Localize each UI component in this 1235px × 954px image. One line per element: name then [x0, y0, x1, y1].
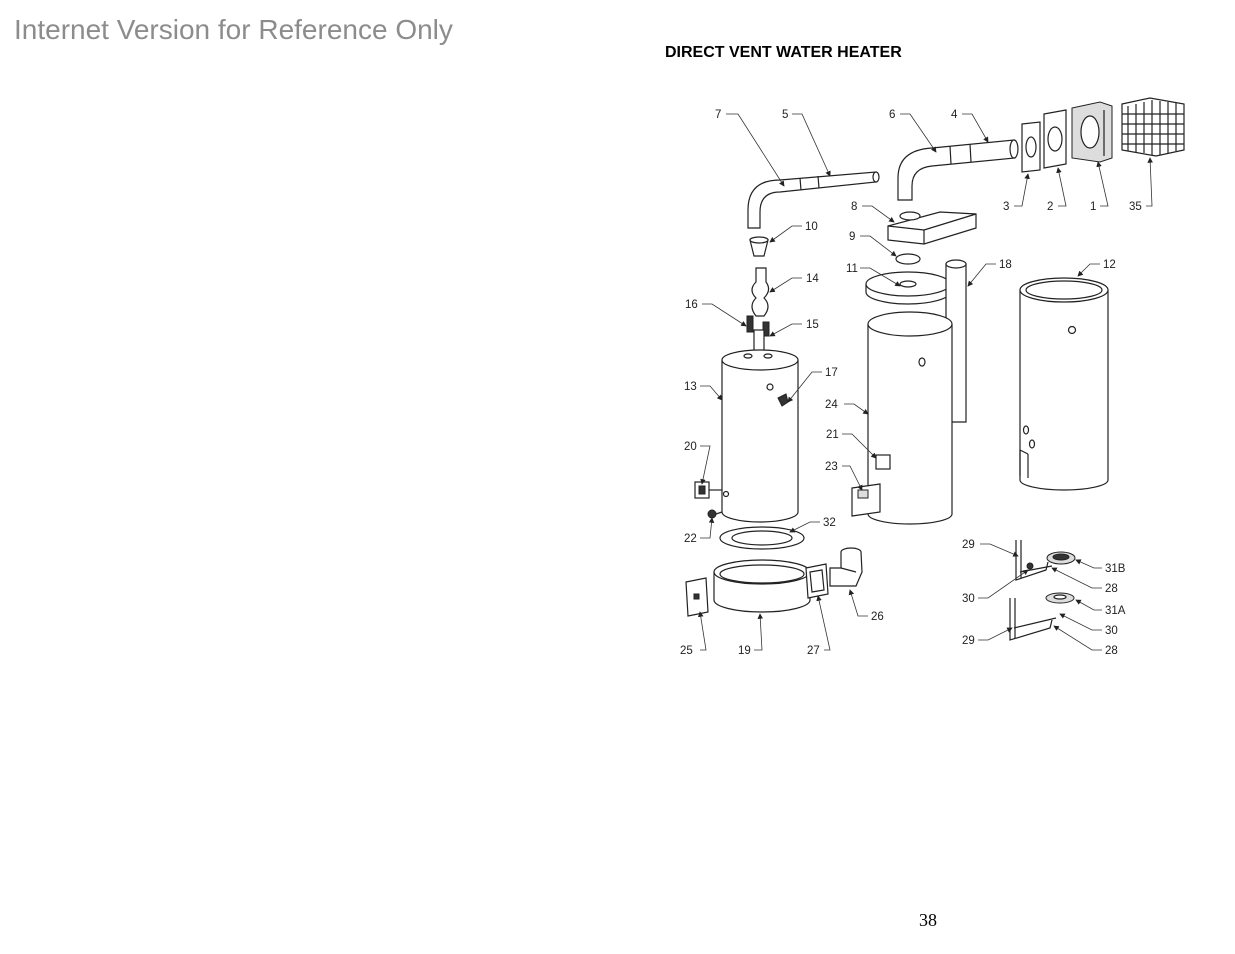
vent-plate-3	[1021, 121, 1041, 173]
burner-assembly-upper	[1015, 540, 1076, 581]
label-25: 25	[680, 645, 693, 657]
vent-pipe-elbow-left	[747, 171, 880, 229]
combustion-air-elbow-26	[829, 547, 863, 587]
watermark-text: Internet Version for Reference Only	[14, 14, 453, 45]
label-3: 3	[1003, 201, 1009, 213]
label-8: 8	[851, 201, 857, 213]
label-5: 5	[782, 109, 788, 121]
label-10: 10	[805, 221, 818, 233]
label-30-lower: 30	[1105, 625, 1118, 637]
label-4: 4	[951, 109, 958, 121]
base-skirt-19	[713, 559, 811, 613]
gasket-ring-9	[895, 253, 921, 265]
label-24: 24	[825, 399, 838, 411]
label-2: 2	[1047, 201, 1053, 213]
label-23: 23	[825, 461, 838, 473]
label-9: 9	[849, 231, 855, 243]
label-14: 14	[806, 273, 819, 285]
outer-shell-12	[1019, 277, 1109, 491]
flue-baffle-14	[751, 267, 770, 317]
label-20: 20	[684, 441, 697, 453]
leader-lines	[697, 113, 1153, 651]
vent-plate-2	[1043, 109, 1067, 169]
label-6: 6	[889, 109, 895, 121]
top-cover-11	[865, 271, 951, 305]
label-28-lower: 28	[1105, 645, 1118, 657]
label-12: 12	[1103, 259, 1116, 271]
drain-valve-22	[707, 509, 723, 519]
burner-assembly-lower	[1009, 592, 1075, 641]
label-17: 17	[825, 367, 838, 379]
part-labels: 7 5 6 4 3 2 1 35 8 9 10 14 11 18 12 16 1…	[680, 109, 1142, 657]
draft-adapter-10	[749, 236, 769, 257]
outer-jacket-24	[867, 311, 953, 525]
label-15: 15	[806, 319, 819, 331]
label-31a: 31A	[1105, 605, 1126, 617]
diagram-title: DIRECT VENT WATER HEATER	[665, 44, 902, 61]
frame-27	[805, 563, 829, 599]
label-32: 32	[823, 517, 836, 529]
label-29-upper: 29	[962, 539, 975, 551]
label-22: 22	[684, 533, 697, 545]
label-35: 35	[1129, 201, 1142, 213]
label-16: 16	[685, 299, 698, 311]
label-21: 21	[826, 429, 839, 441]
label-13: 13	[684, 381, 697, 393]
gas-valve-20	[694, 481, 722, 499]
vent-pipe-elbow-right	[897, 139, 1019, 201]
flue-manifold-8	[887, 211, 977, 245]
label-30-upper: 30	[962, 593, 975, 605]
label-11: 11	[846, 263, 858, 275]
label-29-lower: 29	[962, 635, 975, 647]
water-heater-tank-13	[721, 349, 799, 523]
burner-door-23	[851, 483, 881, 517]
page-number: 38	[919, 910, 937, 930]
label-7: 7	[715, 109, 721, 121]
vent-terminal-1	[1071, 101, 1113, 163]
label-1: 1	[1090, 201, 1096, 213]
panel-25	[685, 577, 709, 617]
wire-guard-35	[1121, 97, 1185, 157]
label-27: 27	[807, 645, 820, 657]
label-19: 19	[738, 645, 751, 657]
label-26: 26	[871, 611, 884, 623]
base-plate-32	[719, 526, 805, 550]
label-18: 18	[999, 259, 1012, 271]
bracket-21	[875, 454, 891, 470]
label-31b: 31B	[1105, 563, 1126, 575]
label-28-upper: 28	[1105, 583, 1118, 595]
